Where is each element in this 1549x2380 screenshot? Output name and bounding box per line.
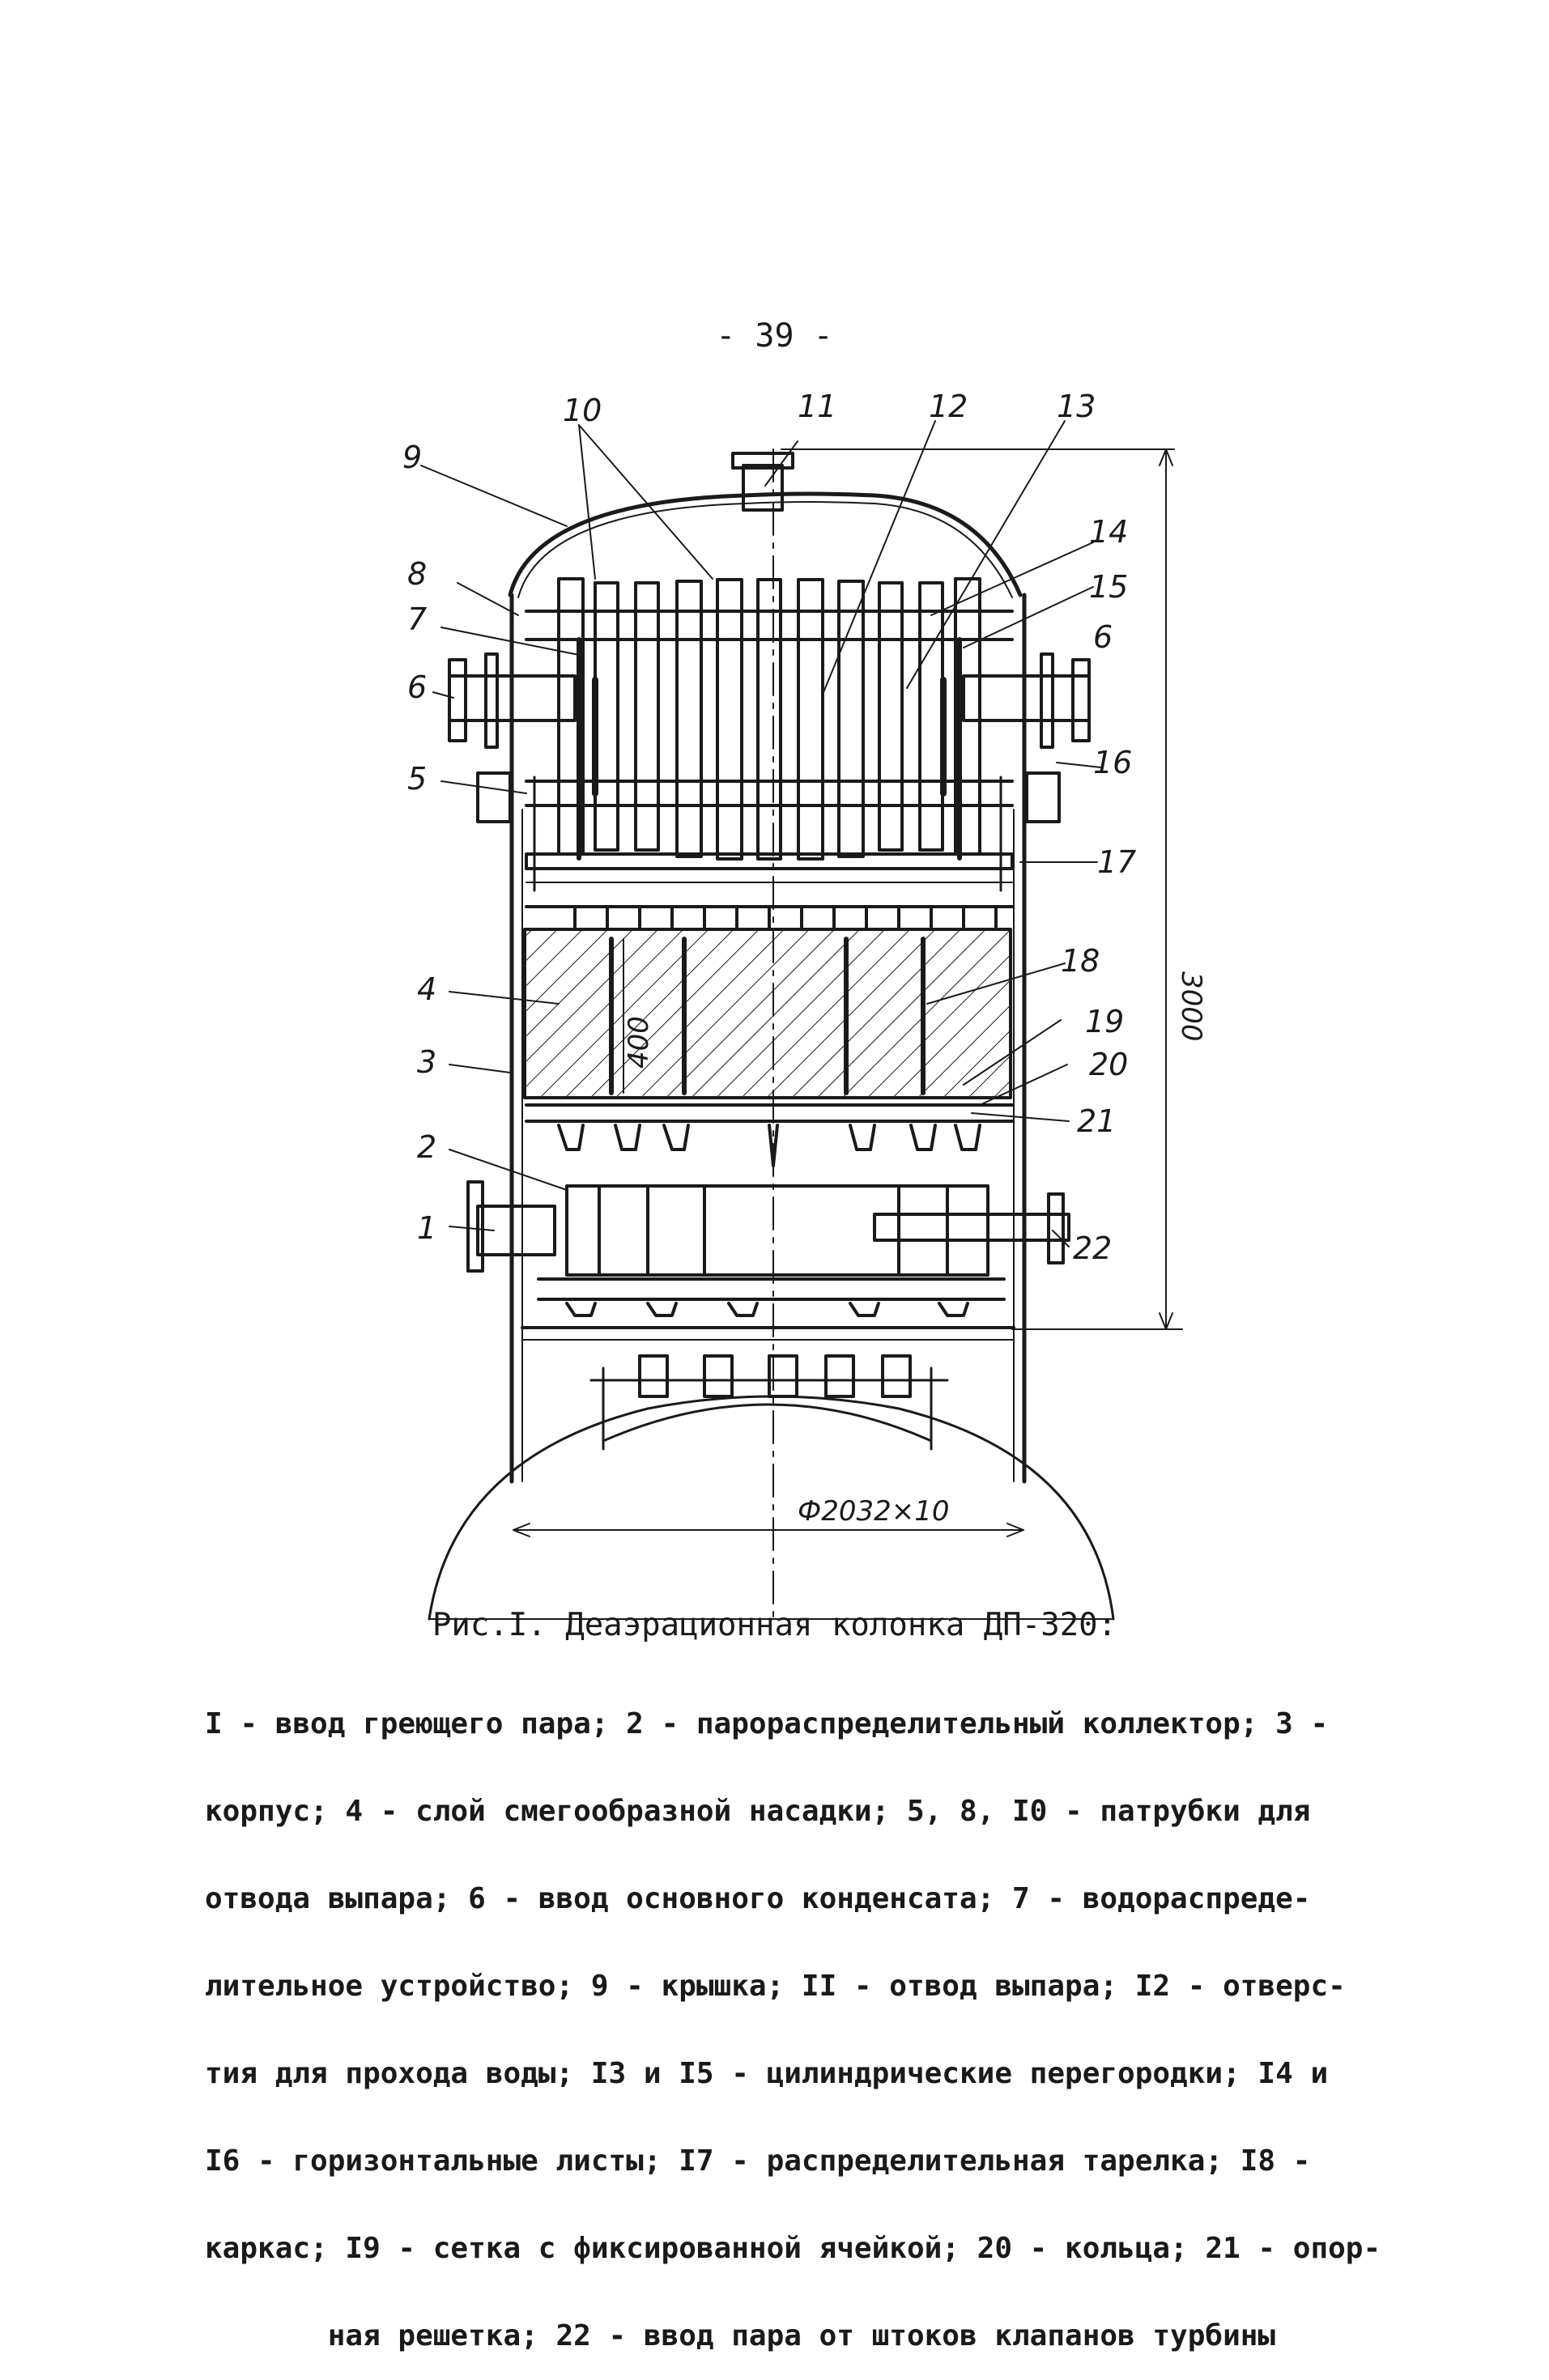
steam-inlet bbox=[476, 1205, 556, 1256]
figure-title: Рис.I. Деаэрационная колонка ДП-320: bbox=[432, 1607, 1117, 1643]
valve-steam-inlet bbox=[873, 1213, 1070, 1242]
callout-19: 19 bbox=[1085, 1004, 1124, 1039]
page-number: - 39 - bbox=[716, 317, 833, 355]
callout-6-right: 6 bbox=[1093, 619, 1113, 655]
callout-21: 21 bbox=[1077, 1103, 1116, 1139]
callout-8: 8 bbox=[407, 556, 427, 592]
legend-line: I6 - горизонтальные листы; I7 - распреде… bbox=[205, 2144, 1311, 2178]
figure-legend: I - ввод греющего пара; 2 - парораспреде… bbox=[205, 1651, 1381, 2380]
legend-line: тия для прохода воды; I3 и I5 - цилиндри… bbox=[205, 2057, 1329, 2090]
support-arc bbox=[602, 1403, 933, 1443]
callout-3: 3 bbox=[417, 1044, 436, 1080]
callout-20: 20 bbox=[1089, 1047, 1128, 1082]
legend-line: лительное устройство; 9 - крышка; II - о… bbox=[205, 1970, 1346, 2003]
distribution-tray bbox=[525, 852, 1014, 870]
callout-7: 7 bbox=[407, 601, 427, 637]
callout-15: 15 bbox=[1089, 569, 1128, 605]
legend-line: каркас; I9 - сетка с фиксированной ячейк… bbox=[205, 2232, 1381, 2265]
callout-12: 12 bbox=[929, 389, 968, 424]
deaerator-tank bbox=[428, 1395, 1115, 1621]
callout-22: 22 bbox=[1073, 1230, 1112, 1266]
callout-5: 5 bbox=[407, 761, 427, 797]
height-dimension-label: 3000 bbox=[1175, 971, 1207, 1042]
vent-outlet bbox=[742, 464, 784, 512]
legend-line: ная решетка; 22 - ввод пара от штоков кл… bbox=[205, 2319, 1276, 2352]
steam-collector bbox=[565, 1184, 989, 1277]
callout-16: 16 bbox=[1093, 745, 1132, 780]
callout-18: 18 bbox=[1061, 943, 1100, 979]
callout-6-left: 6 bbox=[407, 669, 427, 705]
legend-line: I - ввод греющего пара; 2 - парораспреде… bbox=[205, 1707, 1329, 1740]
callout-13: 13 bbox=[1057, 389, 1096, 424]
diameter-dimension-label: Ф2032×10 bbox=[798, 1495, 950, 1528]
callout-11: 11 bbox=[798, 389, 836, 424]
callout-9: 9 bbox=[402, 440, 422, 475]
legend-line: корпус; 4 - слой смегообразной насадки; … bbox=[205, 1795, 1311, 1828]
callout-1: 1 bbox=[417, 1210, 436, 1246]
lower-tray-legs bbox=[565, 1302, 969, 1317]
support-grid-legs bbox=[557, 1124, 981, 1167]
deaeration-column-drawing: 1 2 3 4 5 6 7 8 9 10 11 12 13 14 15 6 16… bbox=[402, 389, 1207, 1621]
layer-dimension-label: 400 bbox=[623, 1016, 655, 1069]
legend-line: отвода выпара; 6 - ввод основного конден… bbox=[205, 1882, 1311, 1915]
callout-4: 4 bbox=[417, 971, 436, 1007]
callout-17: 17 bbox=[1097, 844, 1136, 880]
callout-2: 2 bbox=[417, 1129, 436, 1165]
packing-top-rings bbox=[573, 905, 998, 931]
callout-14: 14 bbox=[1089, 514, 1128, 550]
vent-tubes bbox=[557, 577, 981, 861]
callout-10: 10 bbox=[563, 393, 602, 428]
cover bbox=[508, 491, 1023, 597]
